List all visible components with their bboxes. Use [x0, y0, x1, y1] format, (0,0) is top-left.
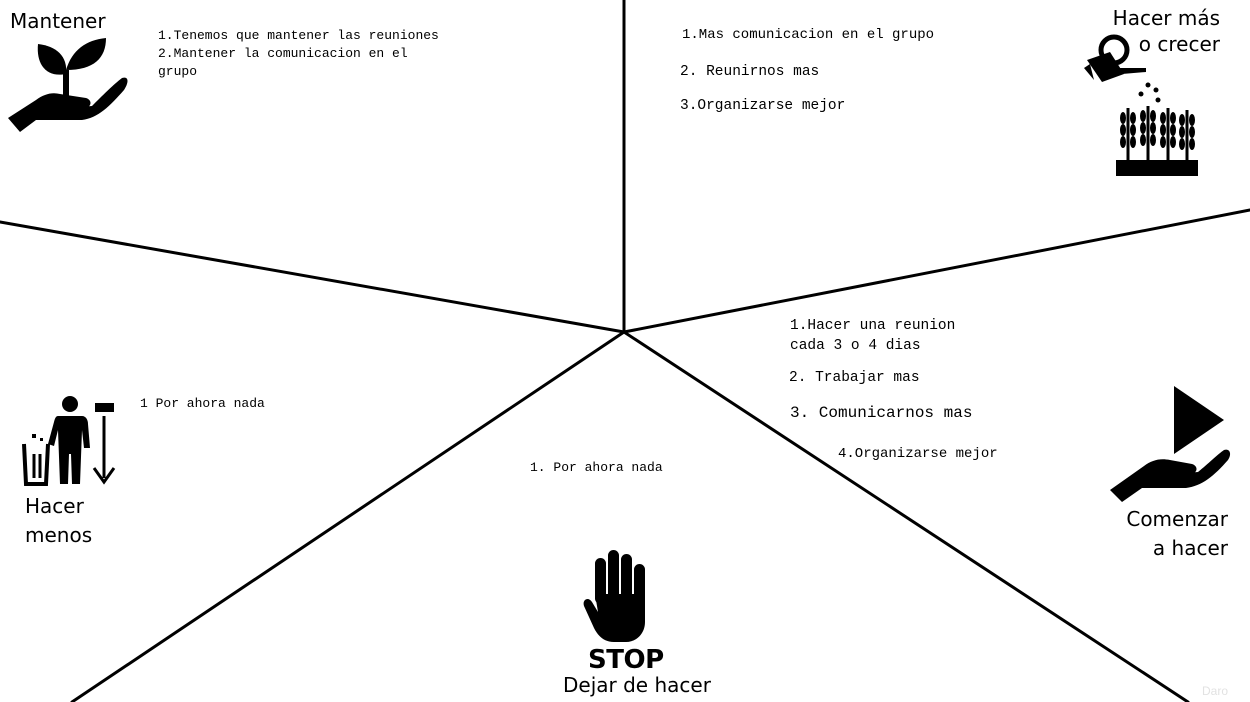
list-item: 2.Mantener la comunicacion en el: [158, 46, 408, 61]
hacer-menos-title: Hacer menos: [25, 494, 93, 547]
mantener-title: Mantener: [10, 9, 106, 33]
list-item: 2. Reunirnos mas: [680, 64, 820, 80]
list-item: 1 Por ahora nada: [140, 396, 265, 411]
list-item: 1.Tenemos que mantener las reuniones: [158, 28, 439, 43]
list-item: grupo: [158, 64, 198, 79]
play-in-hand-icon: [1108, 382, 1232, 504]
stop-hand-icon: [582, 548, 654, 644]
divider-bottom-right: [622, 330, 1190, 702]
divider-bottom-left: [70, 330, 626, 702]
list-item: 1. Por ahora nada: [530, 460, 663, 475]
divider-right: [622, 208, 1250, 334]
watering-can-crops-icon: [1084, 30, 1204, 180]
list-item: 3. Comunicarnos mas: [790, 404, 973, 422]
person-trash-arrow-icon: [20, 394, 124, 488]
list-item: 2. Trabajar mas: [789, 370, 920, 386]
plant-in-hand-icon: [6, 34, 130, 134]
list-item: 3.Organizarse mejor: [680, 98, 846, 114]
watermark: Daro: [1201, 684, 1228, 698]
mantener-list: 1.Tenemos que mantener las reuniones 2.M…: [158, 27, 439, 81]
comenzar-title: Comenzar a hacer: [1126, 507, 1228, 560]
stop-label: STOP: [588, 645, 664, 675]
divider-left: [0, 220, 626, 334]
hacer-mas-title: Hacer más o crecer: [1112, 6, 1220, 56]
list-item: cada 3 o 4 dias: [790, 338, 921, 354]
list-item: 4.Organizarse mejor: [838, 446, 998, 462]
list-item: 1.Mas comunicacion en el grupo: [682, 27, 935, 43]
dejar-de-hacer-title: Dejar de hacer: [563, 673, 711, 697]
list-item: 1.Hacer una reunion: [790, 318, 956, 334]
